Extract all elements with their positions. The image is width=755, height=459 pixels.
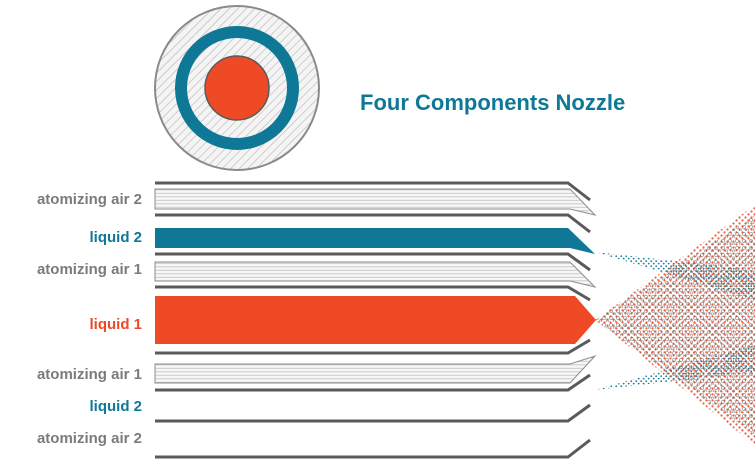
channel-air2-top <box>154 188 597 216</box>
label-atomizing-air-2-bottom: atomizing air 2 <box>36 430 142 447</box>
label-atomizing-air-1-top: atomizing air 1 <box>36 261 142 278</box>
channel-air1-top <box>154 261 597 288</box>
channel-liquid2-top <box>155 228 595 254</box>
diagram-title: Four Components Nozzle <box>360 90 626 115</box>
nozzle-channels <box>154 181 597 459</box>
outer-wall-bottom <box>155 438 591 459</box>
spray-cones <box>595 205 755 445</box>
label-atomizing-air-2-top: atomizing air 2 <box>36 191 142 208</box>
channel-liquid1 <box>155 296 596 344</box>
spray-air <box>595 215 755 435</box>
channel-air1-bottom <box>154 354 597 384</box>
outer-wall-top <box>155 181 591 202</box>
label-liquid-2-bottom: liquid 2 <box>89 398 143 415</box>
label-liquid-2-top: liquid 2 <box>89 229 143 246</box>
label-liquid-1: liquid 1 <box>89 316 143 333</box>
nozzle-cross-section <box>154 5 320 171</box>
label-atomizing-air-1-bottom: atomizing air 1 <box>36 366 142 383</box>
